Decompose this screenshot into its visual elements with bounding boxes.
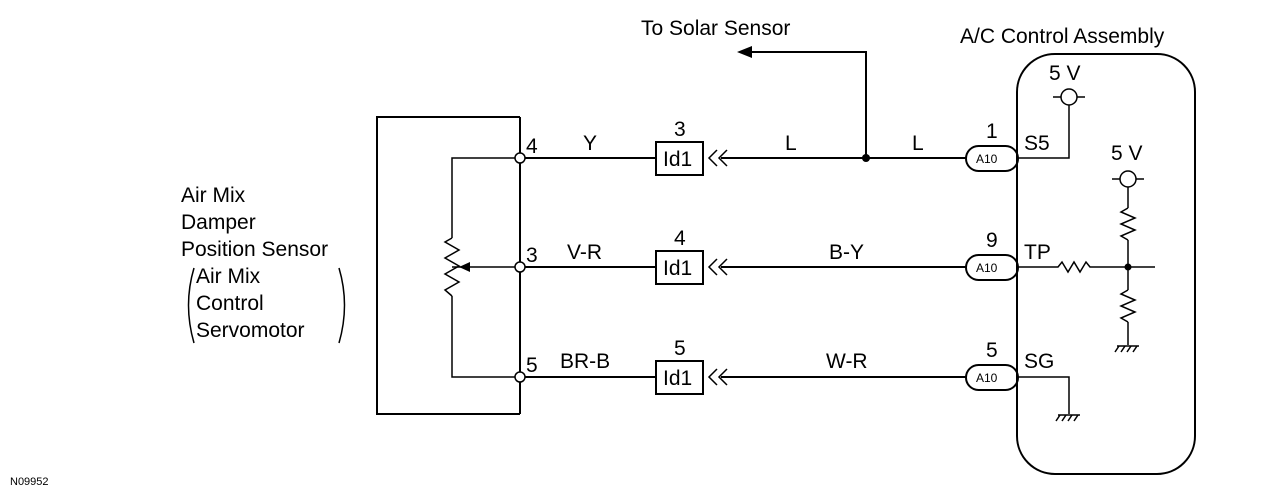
- id1-pin-number: 5: [674, 337, 686, 360]
- sensor-sub-line-3: Servomotor: [196, 319, 305, 342]
- id1-connector-box: [655, 250, 704, 285]
- pot-bottom-wire: [451, 296, 520, 378]
- wire-color-label: BR-B: [560, 350, 610, 373]
- tp-input-resistor: [1018, 260, 1155, 274]
- connector-chevron-inner: [717, 368, 728, 386]
- sensor-terminal-3: [514, 261, 526, 273]
- pot-top-wire: [451, 157, 520, 238]
- ground-icon-hatch: [1114, 345, 1138, 353]
- wire-color-label: B-Y: [829, 241, 864, 264]
- sensor-pin-label: 4: [526, 135, 538, 158]
- id1-connector-name: Id1: [663, 148, 692, 171]
- a10-pin-number: 5: [986, 339, 998, 362]
- voltage-source-symbol: [1060, 88, 1078, 106]
- potentiometer-resistor: [443, 237, 461, 297]
- connector-chevron-inner: [717, 149, 728, 167]
- ac-control-assembly-box: [1016, 53, 1196, 475]
- sensor-sub-line-2: Control: [196, 292, 264, 315]
- id1-connector-box: [655, 360, 704, 395]
- sensor-box: [376, 116, 520, 415]
- divider-upper-resistor: [1119, 207, 1137, 241]
- sensor-pin-label: 5: [526, 354, 538, 377]
- sg-ground-wire: [1018, 376, 1070, 414]
- a10-connector-name: A10: [976, 261, 998, 275]
- solar-sensor-wire: [748, 51, 867, 158]
- sensor-terminal-4: [514, 152, 526, 164]
- assembly-title: A/C Control Assembly: [960, 25, 1165, 48]
- pot-wiper-arrow: [459, 262, 470, 272]
- voltage-label: 5 V: [1111, 142, 1143, 165]
- figure-id: N09952: [10, 476, 49, 488]
- id1-connector-box: [655, 141, 704, 176]
- sensor-pin-label: 3: [526, 244, 538, 267]
- wire-color-label: Y: [583, 132, 597, 155]
- wire-color-label: V-R: [567, 241, 602, 264]
- connector-chevron-inner: [717, 258, 728, 276]
- id1-pin-number: 3: [674, 118, 686, 141]
- wire-color-label: L: [912, 132, 924, 155]
- voltage-source-symbol: [1119, 170, 1137, 188]
- solar-sensor-arrow: [737, 46, 752, 58]
- terminal-label: SG: [1024, 350, 1054, 373]
- sensor-name-line-2: Damper: [181, 211, 256, 234]
- wire-color-label: L: [785, 132, 797, 155]
- sensor-terminal-5: [514, 371, 526, 383]
- connector-chevron-outer: [707, 149, 718, 167]
- id1-connector-name: Id1: [663, 257, 692, 280]
- ground-icon-hatch: [1055, 414, 1079, 422]
- voltage-label: 5 V: [1049, 62, 1081, 85]
- divider-lower-resistor: [1119, 289, 1137, 323]
- connector-chevron-outer: [707, 368, 718, 386]
- id1-connector-name: Id1: [663, 367, 692, 390]
- sensor-sub-line-1: Air Mix: [196, 265, 261, 288]
- id1-pin-number: 4: [674, 227, 686, 250]
- a10-pin-number: 1: [986, 120, 998, 143]
- solar-sensor-label: To Solar Sensor: [641, 17, 790, 40]
- s5-supply-wire: [1018, 105, 1070, 159]
- sensor-name-line-3: Position Sensor: [181, 238, 328, 261]
- connector-chevron-outer: [707, 258, 718, 276]
- a10-pin-number: 9: [986, 229, 998, 252]
- a10-connector-name: A10: [976, 371, 998, 385]
- sensor-name-line-1: Air Mix: [181, 184, 246, 207]
- right-paren: [338, 267, 346, 344]
- terminal-label: TP: [1024, 241, 1051, 264]
- divider-junction: [1124, 263, 1132, 271]
- left-paren: [187, 267, 195, 344]
- terminal-label: S5: [1024, 132, 1050, 155]
- wire-color-label: W-R: [826, 350, 868, 373]
- a10-connector-name: A10: [976, 152, 998, 166]
